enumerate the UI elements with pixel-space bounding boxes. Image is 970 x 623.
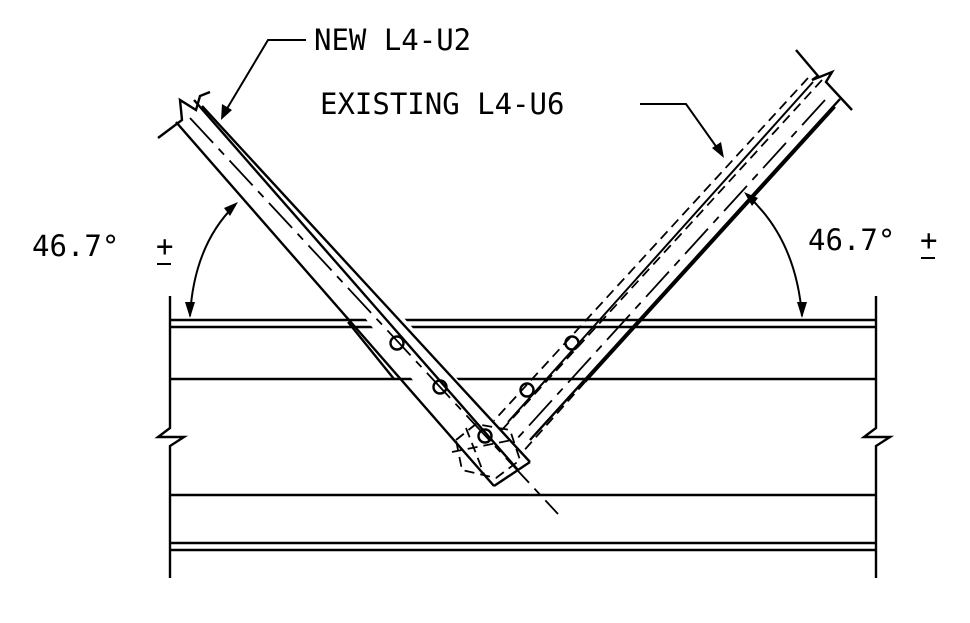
existing-member-edge-5	[584, 106, 836, 383]
new-member-edge-2	[193, 99, 519, 471]
existing-member-break	[795, 49, 853, 111]
existing-member-edge-4	[529, 98, 841, 441]
existing-member-l4-u6	[489, 49, 853, 456]
new-member-break	[157, 90, 211, 139]
fill-plate-line-1	[465, 427, 485, 475]
leader-line-existing	[640, 103, 721, 153]
fill-plate-line-2	[451, 439, 513, 453]
angle-arc-right	[747, 195, 803, 317]
plus-minus-right: +	[920, 223, 937, 257]
angle-label-left: 46.7°	[32, 229, 119, 263]
new-bolt-3	[477, 428, 493, 444]
existing-member-centerline	[504, 99, 826, 453]
new-bolt-1	[389, 335, 405, 351]
new-member-centerline	[189, 117, 559, 515]
angle-arc-left	[189, 205, 235, 317]
fill-plate-outline	[455, 423, 522, 479]
new-member-edge-3	[201, 105, 531, 463]
angle-arrow-right-top	[744, 192, 758, 206]
angle-arrow-left-bottom	[185, 302, 195, 318]
leader-line-new	[224, 39, 306, 113]
bottom-chord	[170, 318, 876, 552]
angle-arrow-right-bottom	[797, 302, 807, 318]
leader-arrow-new	[221, 104, 232, 120]
angle-dimension-right: 46.7° +	[744, 192, 937, 318]
angle-arrow-left-top	[224, 202, 238, 216]
new-bolt-2	[432, 379, 448, 395]
leader-new-member: NEW L4-U2	[221, 23, 471, 120]
existing-bolt-1	[564, 335, 580, 351]
existing-member-edge-6	[519, 381, 586, 456]
angle-dimension-left: 46.7° +	[32, 202, 238, 318]
new-member-l4-u2	[157, 90, 559, 515]
leader-arrow-existing	[712, 142, 724, 158]
plus-minus-left: +	[156, 229, 173, 263]
left-break-line	[154, 296, 189, 578]
leader-existing-member: EXISTING L4-U6	[320, 87, 724, 158]
existing-member-edge-3	[489, 77, 809, 426]
right-break-line	[860, 296, 895, 578]
label-new-member: NEW L4-U2	[314, 23, 471, 57]
existing-bolt-2	[519, 382, 535, 398]
gusset-edge	[347, 321, 395, 380]
new-member-edge-1	[175, 121, 495, 487]
label-existing-member: EXISTING L4-U6	[320, 87, 564, 121]
angle-label-right: 46.7°	[808, 223, 895, 257]
new-member-end	[493, 461, 531, 487]
existing-member-edge-1	[507, 81, 814, 423]
